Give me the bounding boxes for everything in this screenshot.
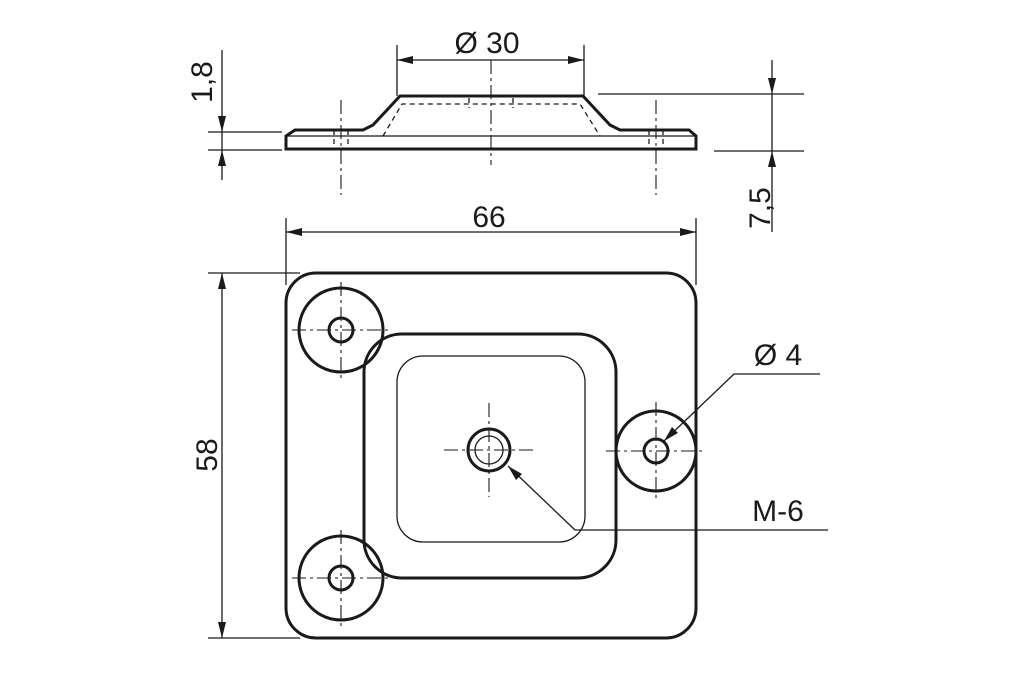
top-view [284,271,704,640]
leader-thread: M-6 [507,465,828,531]
width-label: 66 [472,201,505,234]
dimension-top-diameter: Ø 30 [396,27,585,96]
total-height-label: 7,5 [744,187,777,229]
mounting-hole-right [606,402,704,500]
side-view [284,60,698,195]
side-plate-outline [284,94,698,151]
hole-diameter-label: Ø 4 [754,339,802,372]
height-label: 58 [191,438,224,471]
mounting-hole-top-left [292,282,390,380]
boss-inner [396,355,586,543]
thread-label: M-6 [752,495,804,528]
dimension-total-height: 7,5 [598,60,804,232]
dimension-width: 66 [285,201,697,285]
top-diameter-label: Ø 30 [454,27,519,60]
dimension-height: 58 [191,272,300,639]
mounting-hole-bottom-left [292,530,390,628]
dimension-plate-thickness: 1,8 [186,50,282,180]
plate-thickness-label: 1,8 [186,61,219,103]
plate-outline [284,271,698,640]
leader-hole-diameter: Ø 4 [663,339,820,442]
threaded-hole [444,403,534,497]
